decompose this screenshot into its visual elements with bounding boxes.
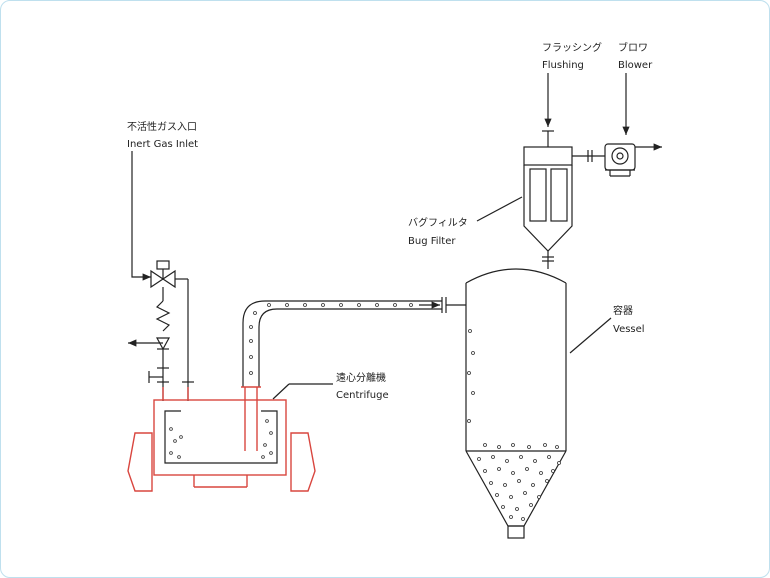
centrifuge xyxy=(127,386,316,492)
centrifuge-basket xyxy=(164,410,278,464)
flushing-line xyxy=(542,73,554,147)
bag-filter xyxy=(523,146,573,269)
flushing-label-en: Flushing xyxy=(542,60,584,71)
inert-gas-label-en: Inert Gas Inlet xyxy=(127,139,198,150)
vessel-label-en: Vessel xyxy=(613,324,645,335)
inert-gas-line xyxy=(128,151,194,401)
blower-label-en: Blower xyxy=(618,60,653,71)
blower-label-jp: ブロワ xyxy=(618,41,648,54)
bag-filter-label-jp: バグフィルタ xyxy=(408,216,468,229)
centrifuge-label-en: Centrifuge xyxy=(336,390,389,401)
centrifuge-label-jp: 遠心分離機 xyxy=(336,371,386,384)
flushing-label-jp: フラッシング xyxy=(542,41,602,54)
vessel-leader xyxy=(569,317,612,354)
pipe-particles xyxy=(249,303,413,375)
bag-filter-leader xyxy=(476,196,523,222)
vessel-particles xyxy=(467,329,561,521)
conveying-pipe xyxy=(242,297,466,387)
centrifuge-leader-2 xyxy=(272,383,290,400)
inert-gas-label-jp: 不活性ガス入口 xyxy=(127,120,197,133)
blower xyxy=(572,73,662,177)
bag-filter-label-en: Bug Filter xyxy=(408,236,456,247)
vessel xyxy=(465,268,567,539)
vessel-label-jp: 容器 xyxy=(613,304,633,317)
